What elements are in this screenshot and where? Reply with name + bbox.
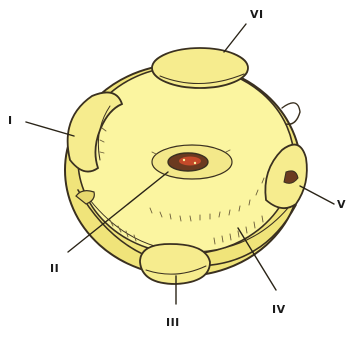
central-core-inner (179, 157, 201, 166)
label-vi: VI (250, 8, 264, 21)
core-dot-1 (183, 159, 185, 161)
label-iv: IV (272, 303, 286, 316)
lobe-vi (152, 48, 248, 88)
label-iii: III (166, 316, 180, 329)
label-i: I (8, 114, 13, 127)
lobe-iii (140, 244, 210, 284)
leader-i (26, 122, 74, 136)
label-ii: II (50, 262, 59, 275)
core-dot-2 (194, 162, 196, 164)
leader-vi (224, 24, 246, 52)
label-v: V (337, 198, 346, 211)
leader-v (300, 186, 334, 204)
